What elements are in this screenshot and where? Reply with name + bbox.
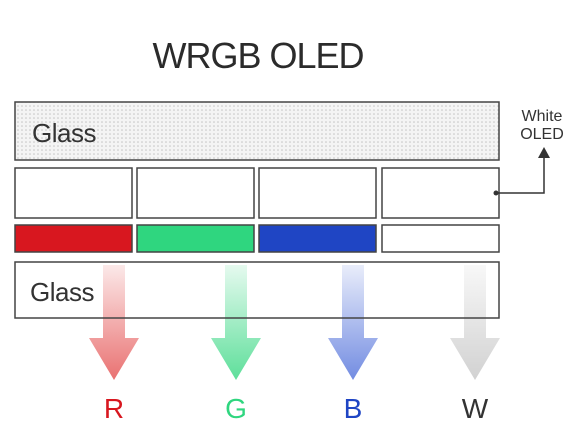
emission-arrows: [89, 265, 500, 380]
blue-light-arrow-icon: [328, 265, 378, 380]
output-labels: R G B W: [104, 393, 489, 424]
white-oled-label-line2: OLED: [520, 126, 564, 143]
output-label-g: G: [225, 393, 247, 424]
white-oled-cell: [14, 167, 133, 219]
top-glass-label: Glass: [32, 118, 96, 148]
white-oled-cell: [381, 167, 500, 219]
top-glass-layer: Glass: [14, 101, 500, 161]
output-label-b: B: [344, 393, 363, 424]
red-color-filter: [14, 224, 133, 253]
output-label-w: W: [462, 393, 489, 424]
callout-connector-line: [496, 155, 545, 194]
bottom-glass-layer: Glass: [14, 261, 500, 319]
green-light-arrow-icon: [211, 265, 261, 380]
color-filter-layer: [14, 224, 500, 253]
white-oled-callout: White OLED: [493, 108, 564, 196]
callout-anchor-dot: [493, 190, 499, 196]
output-label-r: R: [104, 393, 124, 424]
red-light-arrow-icon: [89, 265, 139, 380]
white-light-arrow-icon: [450, 265, 500, 380]
white-color-filter: [381, 224, 500, 253]
green-color-filter: [136, 224, 255, 253]
white-oled-cell: [136, 167, 255, 219]
blue-color-filter: [258, 224, 377, 253]
diagram-title: WRGB OLED: [152, 35, 363, 76]
white-oled-label-line1: White: [522, 108, 563, 125]
white-oled-cell: [258, 167, 377, 219]
bottom-glass-label: Glass: [30, 277, 94, 307]
callout-arrowhead-icon: [538, 147, 550, 158]
white-oled-layer: [14, 167, 500, 219]
